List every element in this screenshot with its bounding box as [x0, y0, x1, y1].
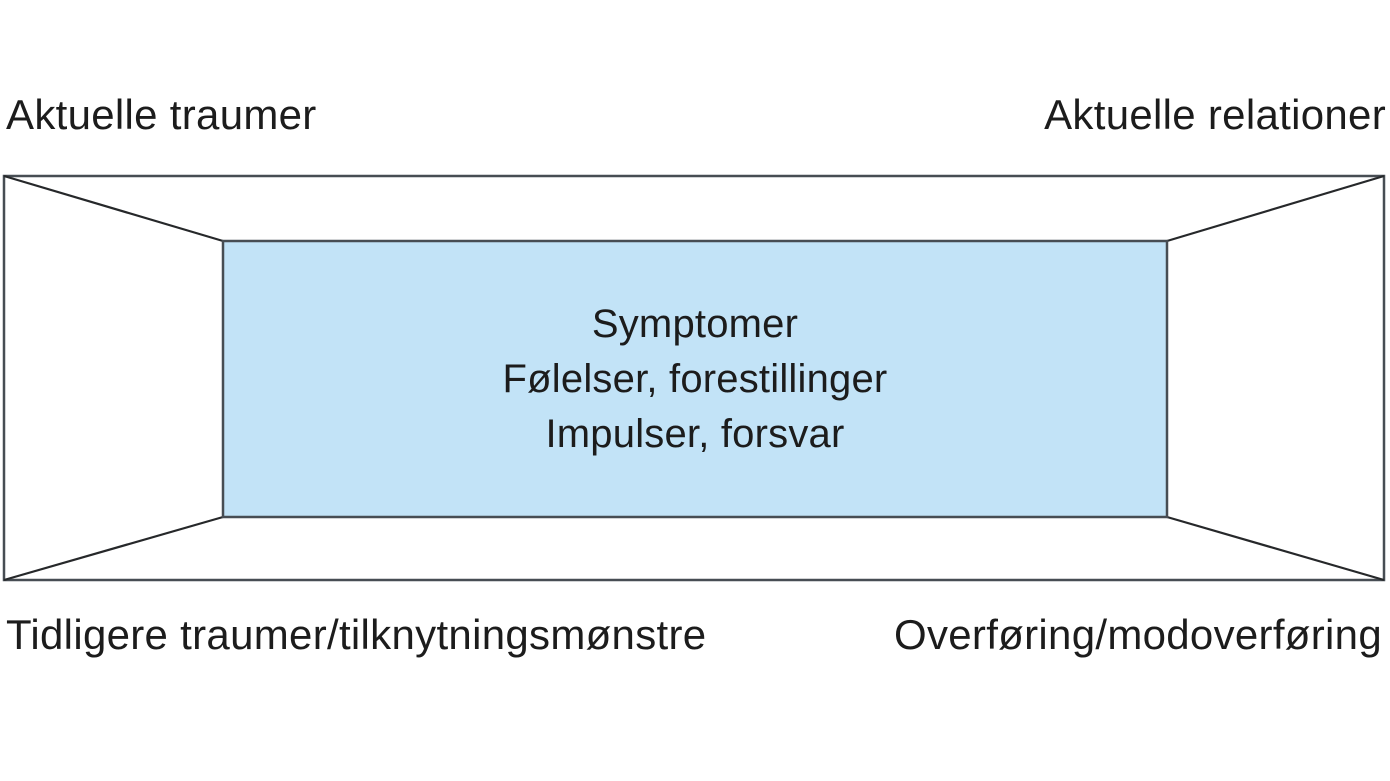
outer-frame-rect [2, 174, 1386, 582]
label-top-left: Aktuelle traumer [6, 91, 317, 138]
label-bottom-left: Tidligere traumer/tilknytningsmønstre [6, 611, 707, 658]
inner-back-wall-rect [221, 239, 1169, 519]
perspective-line-bottom-left [3, 515, 224, 582]
perspective-line-top-right [1166, 174, 1385, 243]
center-text-line-symptoms: Symptomer [591, 301, 799, 346]
perspective-line-bottom-right [1166, 515, 1385, 582]
label-bottom-right: Overføring/modoverføring [893, 611, 1382, 658]
label-top-right: Aktuelle relationer [1044, 91, 1386, 138]
center-text-block: Symptomer Følelser, forestillinger Impul… [223, 241, 1167, 517]
center-text-line-feelings: Følelser, forestillinger [502, 356, 888, 401]
center-text-line-impulses: Impulser, forsvar [545, 411, 845, 456]
perspective-line-top-left [3, 174, 224, 243]
